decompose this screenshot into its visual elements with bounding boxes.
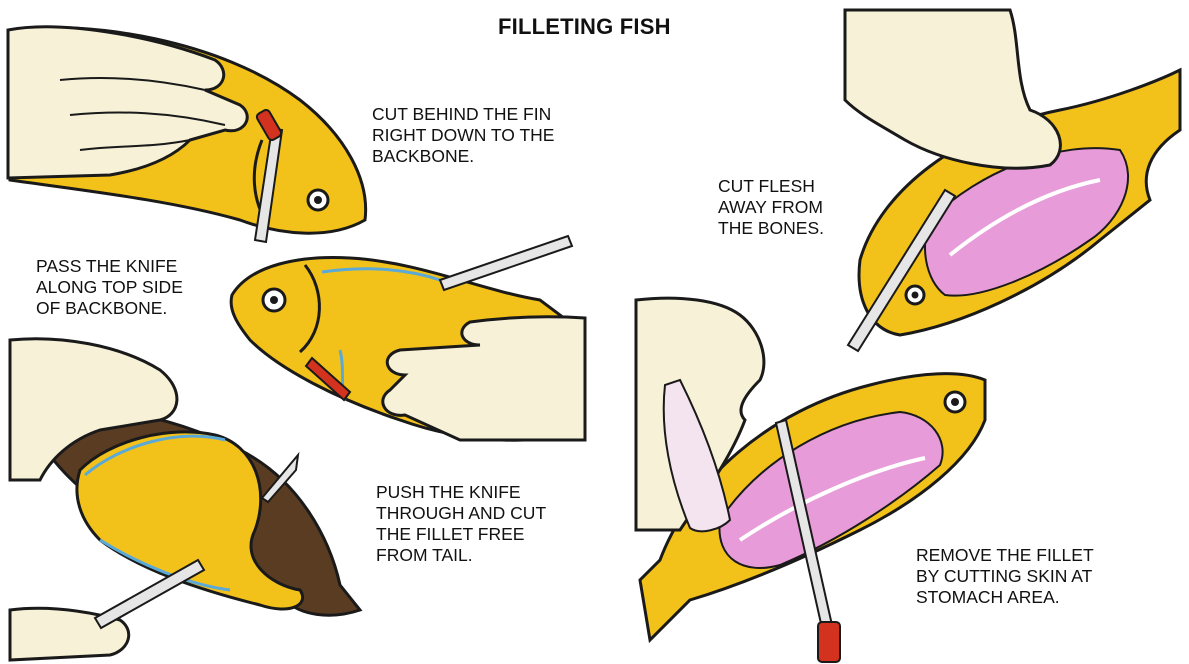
step-line: BACKBONE. [372, 146, 554, 167]
page-title: FILLETING FISH [498, 14, 671, 40]
knife-blade-3 [95, 560, 204, 628]
step-line: ALONG TOP SIDE [36, 277, 183, 298]
knife-blade-2 [440, 236, 572, 290]
step-line: STOMACH AREA. [916, 587, 1094, 608]
step-line: REMOVE THE FILLET [916, 545, 1094, 566]
knife-handle-5 [818, 622, 840, 662]
step-line: CUT BEHIND THE FIN [372, 104, 554, 125]
step-line: AWAY FROM [718, 197, 824, 218]
step-line: THROUGH AND CUT [376, 503, 546, 524]
step-remove-fillet: REMOVE THE FILLET BY CUTTING SKIN AT STO… [916, 545, 1094, 608]
step-line: OF BACKBONE. [36, 298, 183, 319]
step-line: PUSH THE KNIFE [376, 482, 546, 503]
step-line: PASS THE KNIFE [36, 256, 183, 277]
step-line: BY CUTTING SKIN AT [916, 566, 1094, 587]
step-cut-fillet-free: PUSH THE KNIFE THROUGH AND CUT THE FILLE… [376, 482, 546, 566]
step-pass-knife: PASS THE KNIFE ALONG TOP SIDE OF BACKBON… [36, 256, 183, 319]
panel-cut-fillet-free [10, 339, 360, 660]
step-line: CUT FLESH [718, 176, 824, 197]
panel-cut-behind-fin [8, 27, 366, 242]
step-cut-behind-fin: CUT BEHIND THE FIN RIGHT DOWN TO THE BAC… [372, 104, 554, 167]
panel-cut-flesh [845, 10, 1180, 351]
step-line: FROM TAIL. [376, 545, 546, 566]
step-cut-flesh: CUT FLESH AWAY FROM THE BONES. [718, 176, 824, 239]
panel-pass-knife [231, 236, 585, 440]
step-line: RIGHT DOWN TO THE [372, 125, 554, 146]
step-line: THE FILLET FREE [376, 524, 546, 545]
hand-4 [845, 10, 1060, 168]
step-line: THE BONES. [718, 218, 824, 239]
